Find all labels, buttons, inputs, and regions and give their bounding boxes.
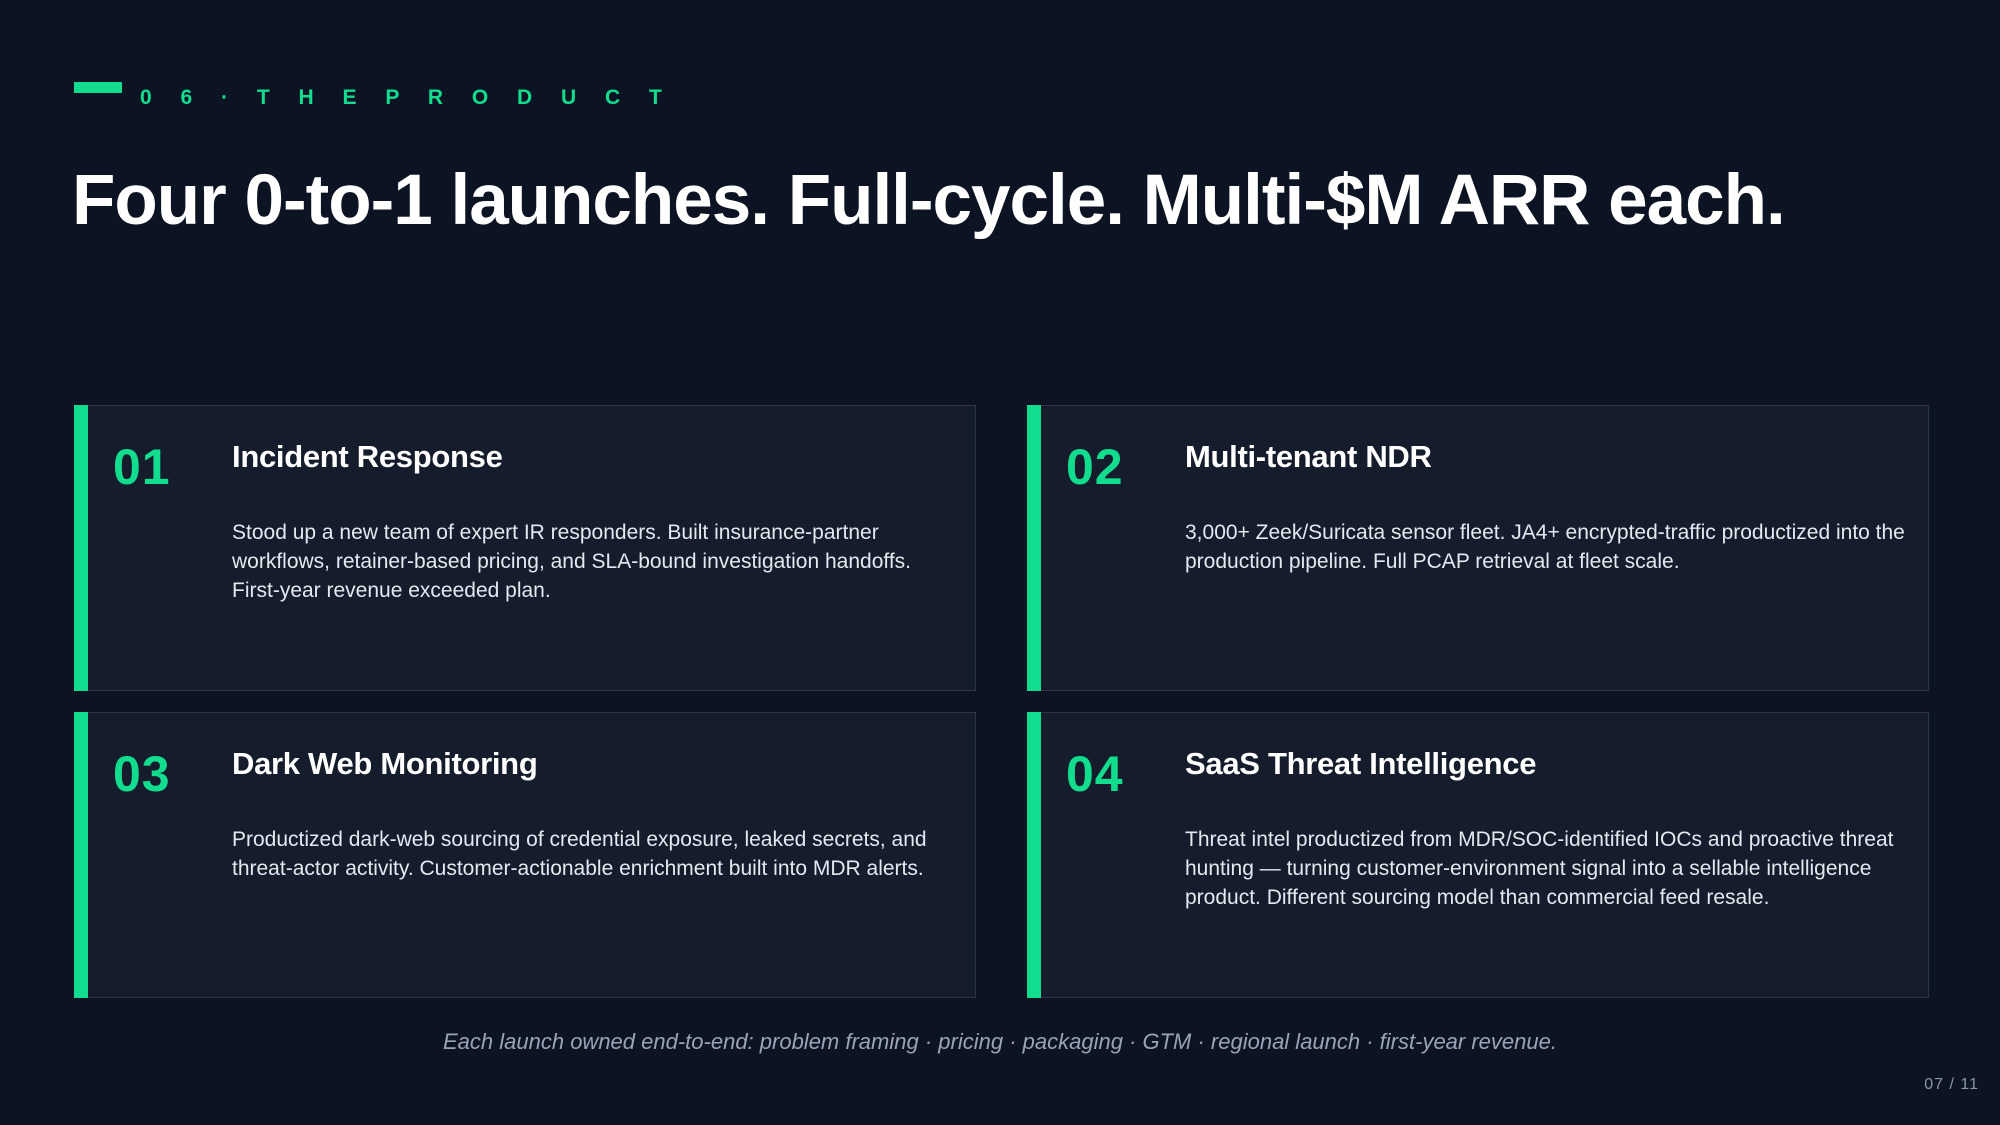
card-title: Incident Response — [232, 439, 503, 474]
card-number: 02 — [1066, 439, 1124, 495]
card-accent-bar — [1027, 712, 1041, 998]
card-number: 04 — [1066, 746, 1124, 802]
launch-card-dark-web-monitoring: 03 Dark Web Monitoring Productized dark-… — [74, 712, 976, 998]
slide-title: Four 0-to-1 launches. Full-cycle. Multi-… — [72, 161, 1786, 240]
card-description: Threat intel productized from MDR/SOC-id… — [1185, 828, 1894, 909]
card-description: Productized dark-web sourcing of credent… — [232, 828, 927, 880]
card-title: Multi-tenant NDR — [1185, 439, 1432, 474]
eyebrow-accent-bar — [74, 82, 122, 93]
card-accent-bar — [74, 712, 88, 998]
footer-note: Each launch owned end-to-end: problem fr… — [443, 1029, 1557, 1054]
card-description: Stood up a new team of expert IR respond… — [232, 521, 912, 602]
card-accent-bar — [74, 405, 88, 691]
launch-card-multi-tenant-ndr: 02 Multi-tenant NDR 3,000+ Zeek/Suricata… — [1027, 405, 1929, 691]
section-label: 0 6 · T H E P R O D U C T — [140, 86, 674, 109]
card-accent-bar — [1027, 405, 1041, 691]
card-title: SaaS Threat Intelligence — [1185, 746, 1537, 781]
launch-card-incident-response: 01 Incident Response Stood up a new team… — [74, 405, 976, 691]
card-description: 3,000+ Zeek/Suricata sensor fleet. JA4+ … — [1185, 521, 1905, 573]
launch-card-saas-threat-intelligence: 04 SaaS Threat Intelligence Threat intel… — [1027, 712, 1929, 998]
card-title: Dark Web Monitoring — [232, 746, 538, 781]
card-number: 03 — [113, 746, 171, 802]
page-number: 07 / 11 — [1924, 1076, 1979, 1093]
card-number: 01 — [113, 439, 171, 495]
